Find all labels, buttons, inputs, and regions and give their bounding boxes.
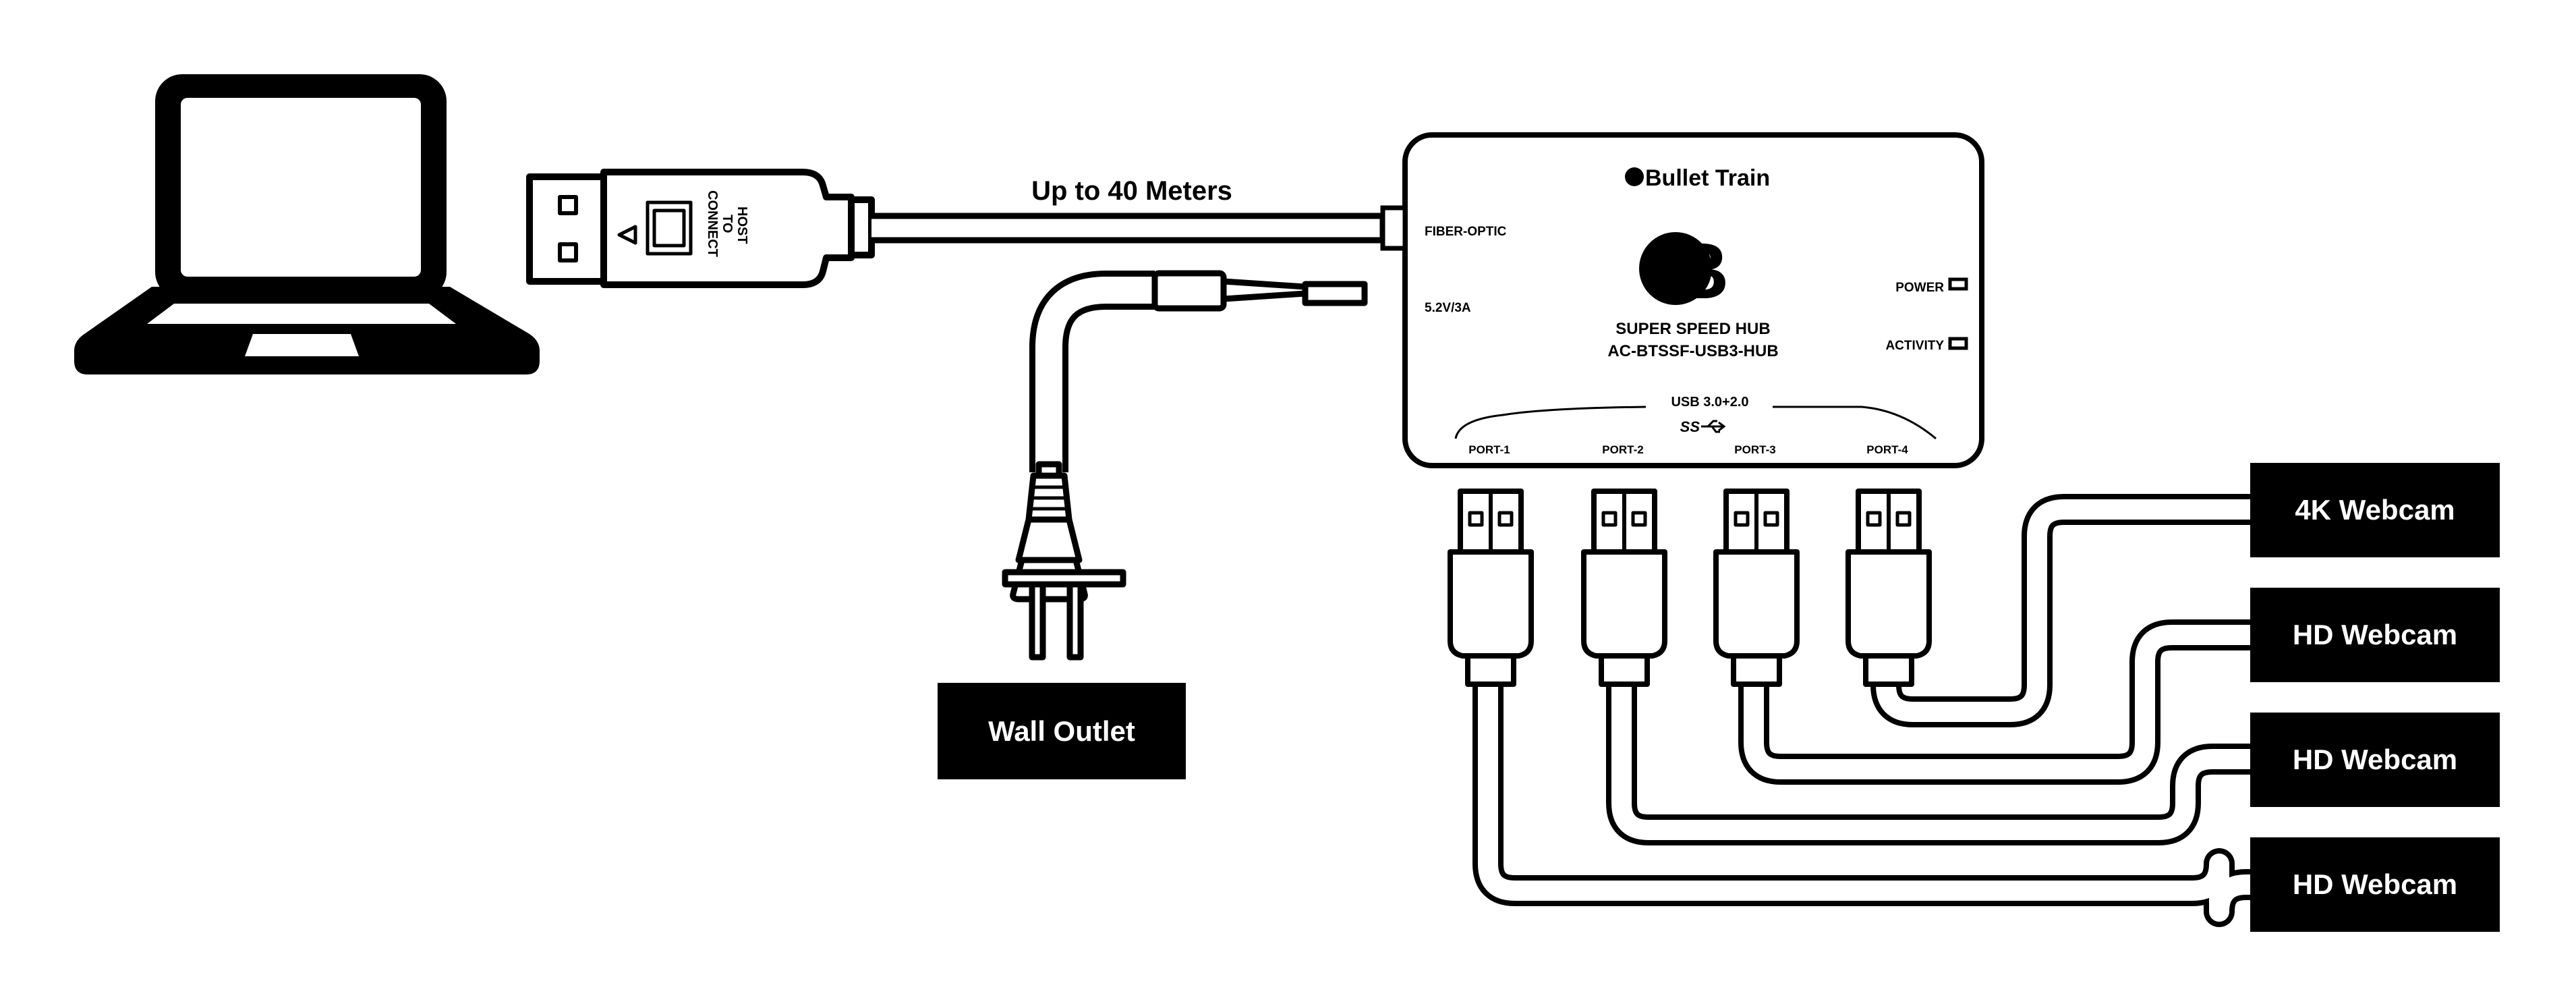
usb-cable: [1876, 499, 2250, 722]
wall-outlet-label-box: [938, 683, 1186, 779]
port-3-label: PORT-3: [1734, 443, 1775, 456]
usb-plug-icon: [1713, 489, 1800, 687]
power-input-label: 5.2V/3A: [1425, 301, 1471, 315]
device-label-hd-webcam: HD Webcam: [2293, 619, 2457, 650]
port-bracket-left: [1454, 406, 1647, 439]
device-label-hd-webcam: HD Webcam: [2293, 868, 2457, 900]
device-label-box: [2250, 837, 2500, 932]
wall-outlet-label: Wall Outlet: [988, 715, 1135, 747]
fiber-optic-cable: [871, 213, 1386, 244]
brand-logo-icon: B: [1639, 227, 1729, 316]
device-label-box: [2250, 588, 2500, 682]
host-connector: [526, 169, 875, 288]
brand-name: Bullet Train: [1645, 165, 1770, 191]
fiber-optic-label: FIBER-OPTIC: [1425, 225, 1507, 239]
port-2-label: PORT-2: [1602, 443, 1643, 456]
connect-to-host-label: HOST: [735, 206, 749, 244]
usb-plug-icon: [1581, 489, 1667, 687]
usb-version-label: USB 3.0+2.0: [1671, 395, 1748, 410]
port-bracket-right: [1773, 406, 1937, 440]
superspeed-usb-icon: SS: [1680, 418, 1726, 435]
device-label-4k-webcam: 4K Webcam: [2295, 494, 2455, 526]
usb-cable: [1478, 681, 2256, 922]
brand-logo-dot: [1625, 167, 1644, 186]
device-label-hd-webcam: HD Webcam: [2293, 744, 2457, 775]
port-4-label: PORT-4: [1866, 443, 1908, 456]
svg-text:SS: SS: [1680, 418, 1700, 435]
usb-cable: [1870, 494, 2250, 727]
usb-cables: [1472, 494, 2262, 927]
connect-to-host-label: CONNECT: [705, 190, 720, 257]
connect-to-host-label: TO: [720, 215, 735, 233]
activity-led-label: ACTIVITY: [1885, 339, 1944, 353]
device-label-box: [2250, 463, 2500, 557]
port-1-label: PORT-1: [1468, 443, 1510, 456]
power-adapter: [1002, 270, 1368, 661]
svg-text:B: B: [1671, 227, 1729, 316]
cable-distance-label: Up to 40 Meters: [1031, 176, 1232, 206]
usb-cable: [1744, 625, 2250, 779]
usb-cable: [1611, 681, 2250, 840]
usb-plug-icon: [1448, 489, 1534, 687]
device-label-box: [2250, 713, 2500, 807]
power-led-label: POWER: [1895, 281, 1944, 295]
hub-model-line2: AC-BTSSF-USB3-HUB: [1607, 342, 1778, 360]
usb-plugs: [1448, 489, 1932, 687]
laptop-icon: [74, 74, 540, 374]
usb-plug-icon: [1845, 489, 1932, 687]
usb-hub: Bullet Train B SUPER SPEED HUB AC-BTSSF-…: [1380, 132, 1984, 468]
hub-model-line1: SUPER SPEED HUB: [1615, 320, 1770, 338]
